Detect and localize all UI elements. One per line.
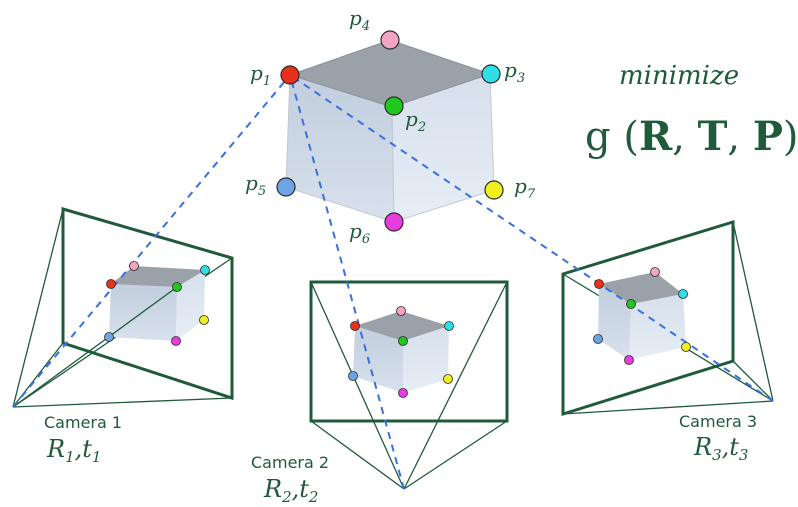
cam1-point-p1 bbox=[106, 279, 116, 289]
camera-1-principal-ray bbox=[12, 286, 178, 408]
point-labels: p1 p2 p3 p4 p5 p6 p7 bbox=[245, 6, 536, 247]
objective-minimize-label: minimize bbox=[619, 61, 739, 91]
proj-cube-top-face bbox=[355, 311, 449, 341]
objective-function: g (R, T, P) bbox=[585, 113, 798, 160]
main-point-p5 bbox=[276, 177, 296, 197]
proj-cube-top-face bbox=[111, 266, 205, 287]
main-point-p1 bbox=[280, 65, 300, 85]
label-p6: p6 bbox=[349, 219, 370, 247]
camera-2-frustum-edge bbox=[310, 420, 405, 490]
camera-2-projected-cube bbox=[353, 311, 449, 393]
cam2-point-p1 bbox=[350, 321, 360, 331]
cam3-point-p5 bbox=[593, 334, 603, 344]
main-cube bbox=[285, 39, 495, 223]
cam1-point-p7 bbox=[199, 315, 209, 325]
proj-cube-right-face bbox=[176, 270, 205, 341]
proj-cube-top-face bbox=[599, 272, 683, 304]
camera-3-frustum-edge bbox=[562, 400, 774, 415]
proj-cube-left-face bbox=[353, 326, 403, 393]
label-p1: p1 bbox=[250, 61, 271, 89]
camera-2-caption: Camera 2 R2,t2 bbox=[251, 453, 329, 506]
camera-3-frustum-edge bbox=[732, 221, 774, 402]
cam1-point-p6 bbox=[171, 336, 181, 346]
proj-cube-left-face bbox=[598, 284, 631, 360]
cam1-point-p3 bbox=[200, 265, 210, 275]
cam3-point-p2 bbox=[626, 299, 636, 309]
main-point-p6 bbox=[384, 212, 404, 232]
cam2-point-p5 bbox=[348, 371, 358, 381]
camera-2-frustum-edge bbox=[403, 420, 508, 490]
cam3-point-p7 bbox=[681, 342, 691, 352]
main-point-p2 bbox=[384, 96, 404, 116]
cam2-point-p6 bbox=[398, 388, 408, 398]
camera-1-params: R1,t1 bbox=[46, 435, 101, 466]
camera-2-frustum-edge bbox=[403, 281, 508, 490]
label-p5: p5 bbox=[245, 171, 266, 199]
ray-camera-2 bbox=[289, 74, 405, 490]
cam3-point-p3 bbox=[678, 289, 688, 299]
cam2-point-p7 bbox=[443, 374, 453, 384]
cam2-point-p3 bbox=[444, 321, 454, 331]
cam3-point-p6 bbox=[624, 355, 634, 365]
camera-1-caption: Camera 1 R1,t1 bbox=[44, 413, 122, 466]
camera-1-projected-cube bbox=[109, 266, 205, 341]
camera-1-title: Camera 1 bbox=[44, 413, 122, 432]
cam3-point-p1 bbox=[594, 279, 604, 289]
cam2-point-p2 bbox=[398, 336, 408, 346]
cam3-point-p4 bbox=[650, 267, 660, 277]
main-point-p7 bbox=[484, 180, 504, 200]
back-projection-rays bbox=[12, 74, 774, 490]
main-point-p3 bbox=[481, 64, 501, 84]
label-p7: p7 bbox=[514, 174, 536, 202]
camera-1-frustum-edge bbox=[12, 397, 233, 408]
camera-2-frustum-edge bbox=[310, 281, 405, 490]
camera-3-frustum-edge bbox=[732, 360, 774, 402]
cam1-point-p2 bbox=[172, 282, 182, 292]
ray-camera-3 bbox=[289, 74, 774, 402]
label-p2: p2 bbox=[405, 107, 426, 135]
main-point-p4 bbox=[380, 30, 400, 50]
objective: minimize g (R, T, P) bbox=[585, 61, 798, 160]
camera-3-title: Camera 3 bbox=[679, 412, 757, 431]
camera-2-title: Camera 2 bbox=[251, 453, 329, 472]
camera-3-projected-cube bbox=[598, 272, 686, 360]
label-p4: p4 bbox=[349, 6, 370, 34]
camera-3-caption: Camera 3 R3,t3 bbox=[679, 412, 757, 464]
camera-2-params: R2,t2 bbox=[263, 475, 318, 506]
point-markers bbox=[104, 30, 691, 398]
cam1-point-p5 bbox=[104, 332, 114, 342]
proj-cube-right-face bbox=[403, 326, 449, 393]
cam1-point-p4 bbox=[129, 261, 139, 271]
camera-1-frustum-edge bbox=[12, 208, 64, 408]
camera-3-params: R3,t3 bbox=[693, 433, 748, 464]
cam2-point-p4 bbox=[396, 306, 406, 316]
label-p3: p3 bbox=[504, 58, 525, 86]
proj-cube-right-face bbox=[629, 294, 686, 360]
